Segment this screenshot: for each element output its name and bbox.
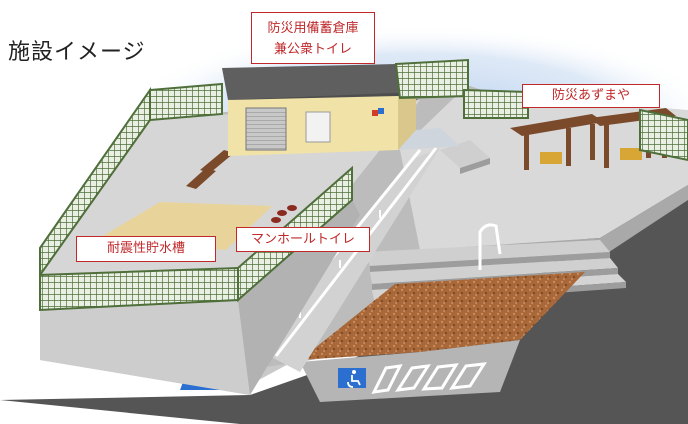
small-steps [440, 140, 490, 174]
manhole-toilet-label: マンホールトイレ [236, 227, 370, 252]
benches [186, 150, 234, 189]
warehouse-toilet-label: 防災用備蓄倉庫 兼公衆トイレ [251, 12, 375, 64]
upper-plaza [400, 92, 688, 250]
road [0, 150, 688, 424]
entrance-door [305, 111, 331, 143]
shutter-door [245, 107, 287, 151]
warehouse-label-line2: 兼公衆トイレ [273, 42, 352, 57]
storage-building [222, 64, 460, 156]
accessible-parking-icon [338, 368, 366, 388]
page-title: 施設イメージ [8, 40, 146, 65]
step-handrail [478, 223, 502, 270]
gravel-area [300, 272, 585, 360]
platform-front-wall [40, 300, 250, 395]
manhole-covers [271, 205, 297, 223]
warehouse-label-line1: 防災用備蓄倉庫 [267, 21, 359, 36]
azumaya-label: 防災あずまや [522, 84, 660, 108]
water-tank-label: 耐震性貯水槽 [76, 236, 216, 262]
